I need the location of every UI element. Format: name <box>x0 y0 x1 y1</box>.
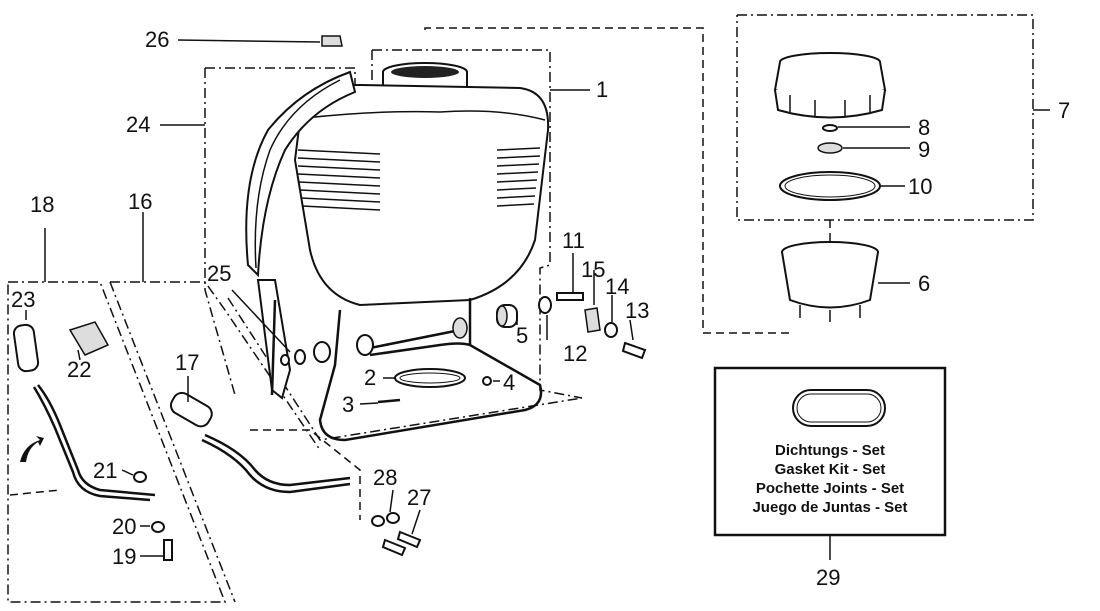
part-label-19: 19 <box>112 544 136 569</box>
part-label-2: 2 <box>364 365 376 390</box>
part-label-28: 28 <box>373 465 397 490</box>
part-label-5: 5 <box>516 323 528 348</box>
part-label-18: 18 <box>30 192 54 217</box>
part-label-22: 22 <box>67 357 91 382</box>
part-label-26: 26 <box>145 27 169 52</box>
part-label-12: 12 <box>563 341 587 366</box>
part-label-4: 4 <box>503 370 515 395</box>
part-label-13: 13 <box>625 298 649 323</box>
part-label-29: 29 <box>816 565 840 590</box>
cap-assembly-box <box>736 14 1034 221</box>
part-label-1: 1 <box>596 77 608 102</box>
leader-lines <box>25 39 1050 557</box>
lance-parts <box>9 35 422 561</box>
part-label-14: 14 <box>605 274 629 299</box>
gasket-kit-box: Dichtungs - Set Gasket Kit - Set Pochett… <box>713 366 947 560</box>
frame-drawing <box>270 298 543 442</box>
part-label-25: 25 <box>207 261 231 286</box>
kit-label-en: Gasket Kit - Set <box>775 461 886 478</box>
kit-label-de: Dichtungs - Set <box>775 442 885 459</box>
part-label-21: 21 <box>93 458 117 483</box>
small-parts <box>280 292 647 404</box>
part-label-17: 17 <box>175 350 199 375</box>
part-label-7: 7 <box>1058 98 1070 123</box>
gasket-ring-icon <box>792 389 886 427</box>
part-label-27: 27 <box>407 485 431 510</box>
part-label-3: 3 <box>342 392 354 417</box>
part-label-15: 15 <box>581 257 605 282</box>
tank-ribs-left <box>297 149 381 211</box>
part-label-20: 20 <box>112 514 136 539</box>
tank-drawing <box>293 62 550 307</box>
kit-label-es: Juego de Juntas - Set <box>752 499 907 516</box>
cap-parts <box>773 52 887 322</box>
part-label-24: 24 <box>126 112 150 137</box>
part-label-9: 9 <box>918 137 930 162</box>
part-labels: 26 24 1 7 8 9 10 6 18 16 11 15 14 13 25 … <box>11 27 1070 590</box>
part-label-11: 11 <box>562 228 585 253</box>
tank-ribs-right <box>496 147 541 207</box>
part-label-16: 16 <box>128 189 152 214</box>
part-label-6: 6 <box>918 271 930 296</box>
part-label-8: 8 <box>918 115 930 140</box>
rotate-arrow-icon <box>20 436 44 462</box>
part-label-10: 10 <box>908 174 932 199</box>
kit-label-fr: Pochette Joints - Set <box>756 480 904 497</box>
part-label-23: 23 <box>11 287 35 312</box>
